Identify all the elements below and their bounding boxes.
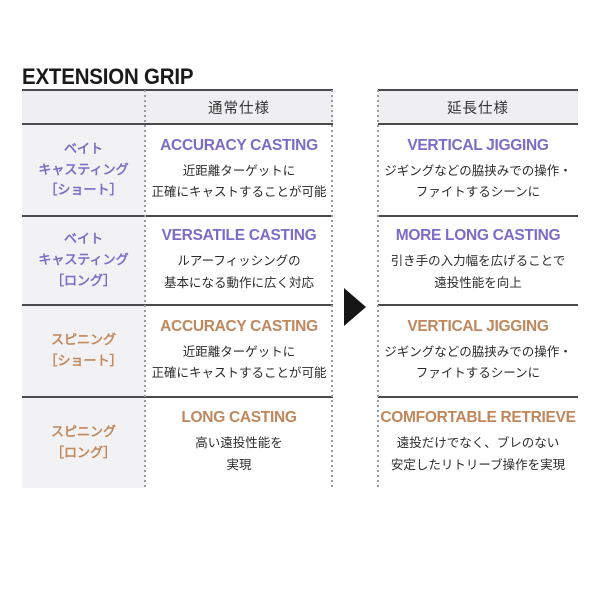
header-bottom-rule-left — [22, 123, 333, 125]
normal-heading-row1: ACCURACY CASTING — [160, 136, 318, 154]
row-divider-3-right — [378, 396, 578, 398]
page-title: EXTENSION GRIP — [22, 63, 194, 89]
extended-desc-row4: 遠投だけでなく、ブレのない 安定したリトリーブ操作を実現 — [390, 436, 566, 472]
row-divider-3-left — [22, 396, 333, 398]
dotted-separator-normal-col — [331, 90, 333, 488]
normal-desc-row2: ルアーフィッシングの 基本になる動作に広く対応 — [163, 254, 314, 290]
row-divider-2-right — [378, 304, 578, 306]
column-header-extended: 延長仕様 — [447, 100, 509, 117]
header-band-left — [22, 90, 333, 124]
extended-desc-row1: ジギングなどの脇挟みでの操作・ ファイトするシーンに — [384, 163, 572, 199]
extended-heading-row4: COMFORTABLE RETRIEVE — [380, 409, 576, 427]
cell-extended-row3: VERTICAL JIGGING ジギングなどの脇挟みでの操作・ ファイトするシ… — [378, 305, 578, 397]
cell-normal-row2: VERSATILE CASTING ルアーフィッシングの 基本になる動作に広く対… — [145, 216, 333, 305]
normal-desc-row1: 近距離ターゲットに 正確にキャストすることが可能 — [151, 163, 327, 199]
dotted-separator-label-col — [144, 90, 146, 488]
cell-normal-row3: ACCURACY CASTING 近距離ターゲットに 正確にキャストすることが可… — [145, 305, 333, 397]
table-top-rule-right — [378, 89, 578, 91]
normal-desc-row4: 高い遠投性能を 実現 — [195, 436, 283, 472]
row-divider-1-right — [378, 215, 578, 217]
column-header-normal: 通常仕様 — [208, 100, 270, 117]
row-divider-1-left — [22, 215, 333, 217]
normal-desc-row3: 近距離ターゲットに 正確にキャストすることが可能 — [151, 344, 327, 380]
cell-extended-row1: VERTICAL JIGGING ジギングなどの脇挟みでの操作・ ファイトするシ… — [378, 124, 578, 216]
extended-desc-row3: ジギングなどの脇挟みでの操作・ ファイトするシーンに — [384, 344, 572, 380]
row-label-spinning-long: スピニング ［ロング］ — [50, 423, 116, 460]
normal-heading-row3: ACCURACY CASTING — [160, 317, 318, 335]
row-label-bait-casting-long: ベイト キャスティング ［ロング］ — [38, 231, 129, 288]
label-column-band — [22, 124, 145, 488]
normal-heading-row4: LONG CASTING — [181, 409, 297, 427]
dotted-separator-extended-col — [377, 90, 379, 488]
normal-heading-row2: VERSATILE CASTING — [161, 227, 317, 245]
extended-desc-row2: 引き手の入力幅を広げることで 遠投性能を向上 — [390, 254, 566, 290]
header-bottom-rule-right — [378, 123, 578, 125]
header-band-right — [378, 90, 578, 124]
cell-normal-row1: ACCURACY CASTING 近距離ターゲットに 正確にキャストすることが可… — [145, 124, 333, 216]
row-label-spinning-short: スピニング ［ショート］ — [44, 332, 123, 368]
cell-extended-row2: MORE LONG CASTING 引き手の入力幅を広げることで 遠投性能を向上 — [378, 216, 578, 305]
cell-extended-row4: COMFORTABLE RETRIEVE 遠投だけでなく、ブレのない 安定したリ… — [378, 397, 578, 488]
cell-normal-row4: LONG CASTING 高い遠投性能を 実現 — [145, 397, 333, 488]
row-label-bait-casting-short: ベイト キャスティング ［ショート］ — [38, 140, 129, 198]
table-top-rule-left — [22, 89, 333, 91]
extended-heading-row2: MORE LONG CASTING — [395, 227, 561, 245]
extended-heading-row3: VERTICAL JIGGING — [407, 317, 549, 335]
extended-heading-row1: VERTICAL JIGGING — [407, 136, 549, 154]
row-divider-2-left — [22, 304, 333, 306]
right-arrow-icon — [344, 288, 366, 326]
